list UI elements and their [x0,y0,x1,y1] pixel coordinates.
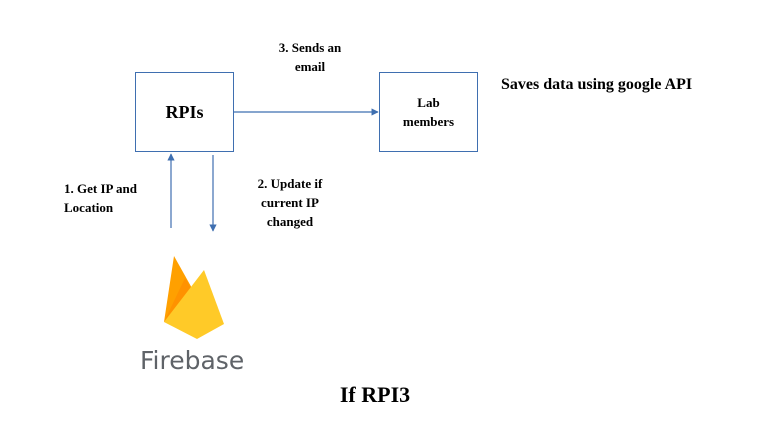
edge-label-update-ip: 2. Update if current IP changed [257,176,323,229]
firebase-flame-icon [164,256,224,339]
rpis-node: RPIs [135,72,234,152]
edge-label-get-ip: 1. Get IP and Location [64,181,137,215]
note-saves-data: Saves data using google API [501,76,693,93]
lab-members-node-label: Lab members [402,95,455,129]
lab-members-node: Lab members [379,72,478,152]
firebase-logo-text: Firebase [140,346,245,375]
edge-label-sends-email: 3. Sends an email [278,40,342,74]
diagram-caption: If RPI3 [339,382,411,407]
rpis-node-label: RPIs [165,101,204,122]
